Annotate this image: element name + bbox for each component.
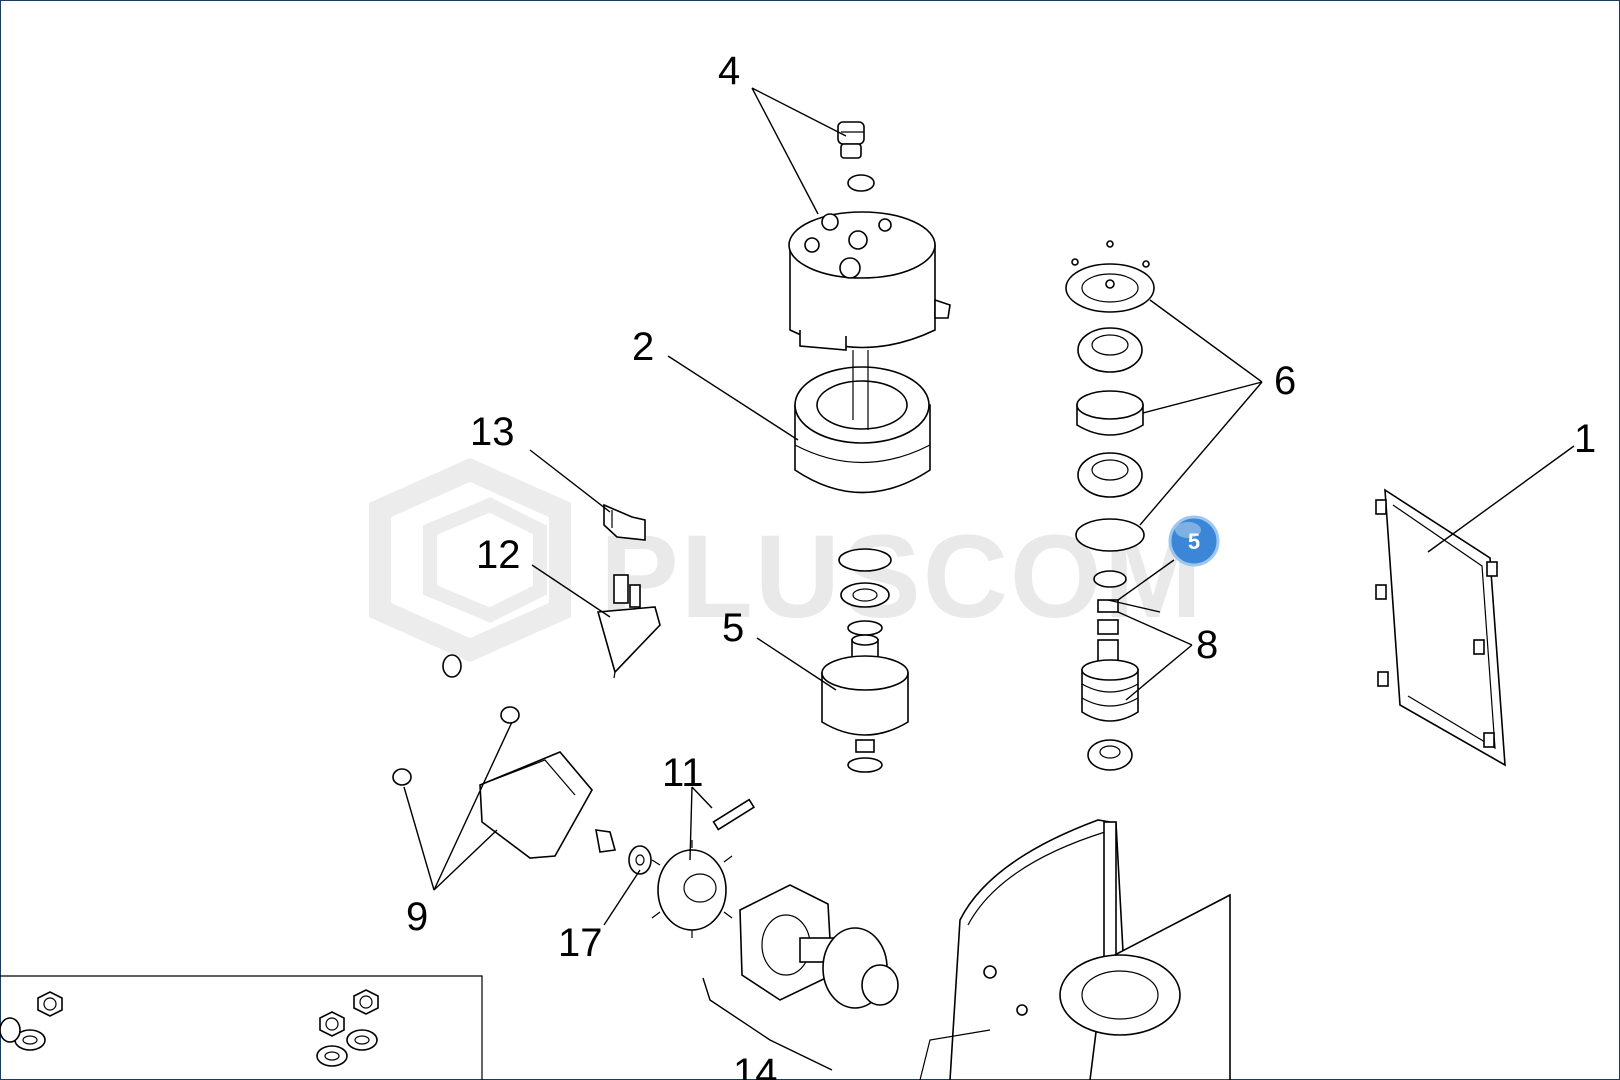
gearbox-housing <box>919 819 1231 1080</box>
leader-lines <box>403 87 1575 926</box>
label-4: 4 <box>718 49 740 93</box>
part-17-washer <box>595 829 652 875</box>
part-11-gear <box>651 798 756 938</box>
part-labels: 4 2 6 1 13 12 5 8 11 9 17 14 <box>406 49 1596 1080</box>
part-5-rotor <box>821 548 909 773</box>
hotspot-label: 5 <box>1188 529 1200 554</box>
part-14-shaft-assembly <box>702 884 899 1071</box>
label-1: 1 <box>1574 417 1596 461</box>
label-17: 17 <box>558 921 603 965</box>
label-12: 12 <box>476 533 521 577</box>
label-2: 2 <box>632 325 654 369</box>
hardware-inset <box>0 975 483 1080</box>
part-6-bearing-stack <box>1065 240 1155 771</box>
part-9-gear-guard <box>392 706 593 859</box>
label-11: 11 <box>662 751 704 795</box>
label-14: 14 <box>733 1051 778 1080</box>
label-13: 13 <box>470 410 515 454</box>
label-9: 9 <box>406 895 428 939</box>
part-4-cable-gland <box>837 121 875 192</box>
part-2-motor-housing <box>788 211 951 494</box>
label-5: 5 <box>722 606 744 650</box>
hotspot-marker-5[interactable]: 5 <box>1168 515 1220 567</box>
part-1-cover-plate <box>1375 488 1506 767</box>
part-12-brush-holder <box>442 574 661 679</box>
label-6: 6 <box>1274 359 1296 403</box>
part-13-terminal <box>603 503 646 541</box>
label-8: 8 <box>1196 623 1218 667</box>
